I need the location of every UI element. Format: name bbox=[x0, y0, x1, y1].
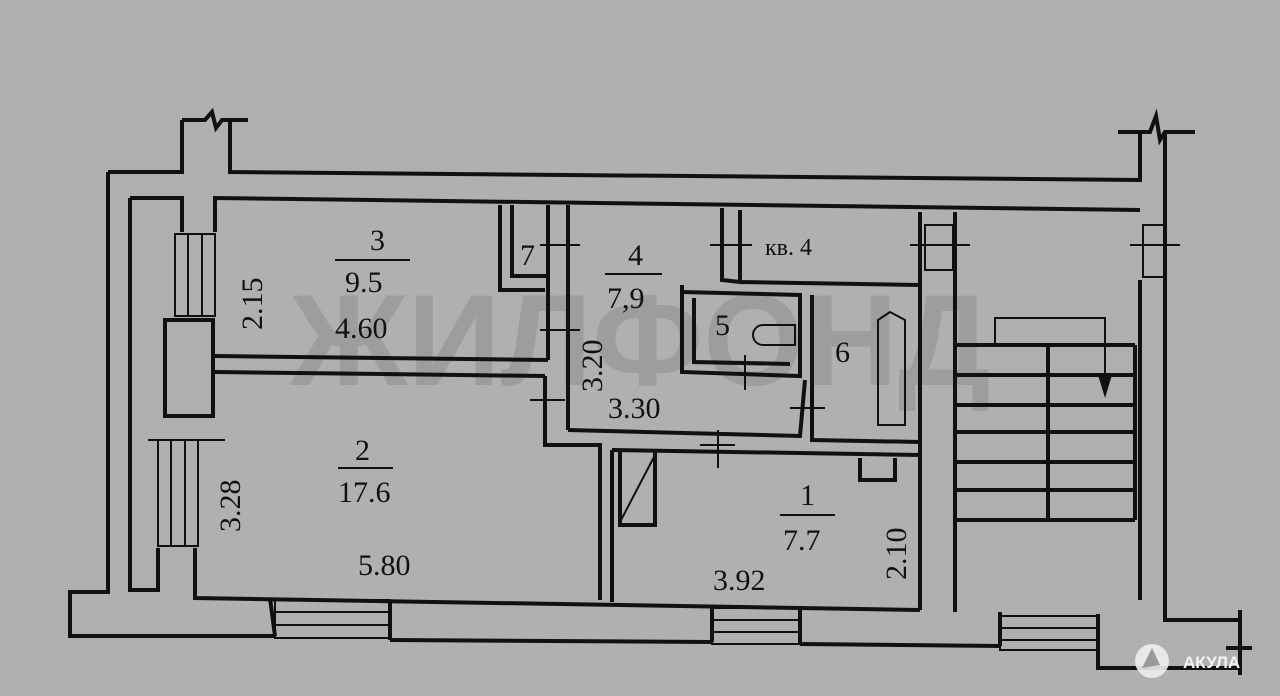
room-2-width: 5.80 bbox=[358, 549, 411, 582]
staircase bbox=[955, 280, 1142, 600]
room-1-width: 3.92 bbox=[713, 564, 766, 597]
room-3-width: 4.60 bbox=[335, 312, 388, 345]
windows bbox=[157, 233, 1099, 651]
akula-logo: АКУЛА bbox=[1135, 644, 1240, 678]
logo-text: АКУЛА bbox=[1183, 653, 1240, 672]
room-2-area: 17.6 bbox=[338, 476, 391, 509]
room-4-height: 3.20 bbox=[576, 340, 609, 393]
interior-walls bbox=[214, 205, 957, 612]
room-4-number: 4 bbox=[628, 239, 643, 272]
room-4-area: 7,9 bbox=[607, 282, 645, 315]
room-labels: 3 9.5 4.60 2.15 7 4 7,9 3.20 3.30 кв. 4 … bbox=[214, 224, 913, 597]
room-3-height: 2.15 bbox=[236, 278, 269, 331]
room-6-number: 6 bbox=[835, 336, 850, 369]
door-marks bbox=[148, 224, 1180, 468]
room-1-area: 7.7 bbox=[783, 524, 821, 557]
room-2-number: 2 bbox=[355, 434, 370, 467]
room-3-number: 3 bbox=[370, 224, 385, 257]
room-7-number: 7 bbox=[520, 239, 535, 272]
room-3-area: 9.5 bbox=[345, 266, 383, 299]
room-1-number: 1 bbox=[800, 479, 815, 512]
room-4-width: 3.30 bbox=[608, 392, 661, 425]
room-5-number: 5 bbox=[715, 309, 730, 342]
room-1-height: 2.10 bbox=[880, 528, 913, 581]
apartment-label: кв. 4 bbox=[765, 235, 812, 261]
room-2-height: 3.28 bbox=[214, 480, 247, 533]
watermark: ЖИЛФОНД bbox=[289, 267, 991, 413]
